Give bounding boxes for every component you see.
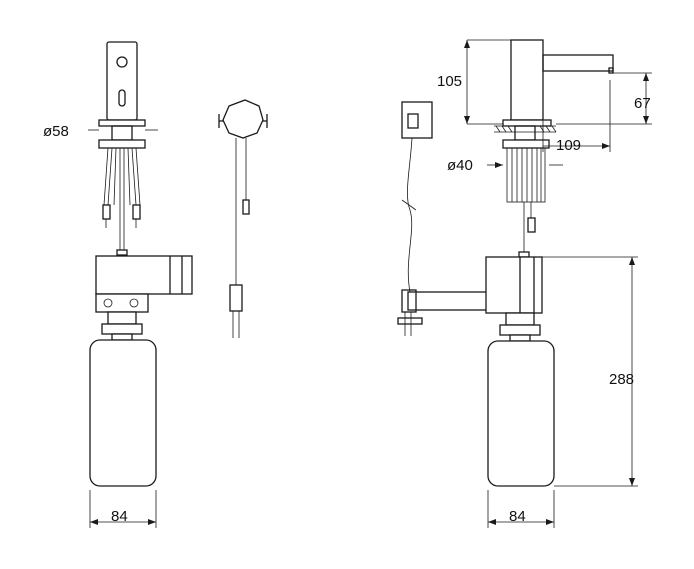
bracket-clamp <box>401 289 417 313</box>
front-view <box>88 41 193 528</box>
bottle-collar-side <box>499 324 541 336</box>
bottle-cap <box>107 311 137 325</box>
hoses <box>103 147 141 250</box>
spout-nozzle <box>608 67 614 74</box>
connector-side <box>527 217 536 233</box>
bottle-neck-side <box>509 334 531 342</box>
mounting-flange-side <box>502 119 552 127</box>
fixing-nut <box>98 139 146 149</box>
bottle-neck <box>111 333 133 341</box>
countertop-hatch <box>494 125 557 133</box>
pump-inlet-side <box>518 251 530 258</box>
hose-bundle <box>506 147 546 203</box>
bottle-collar <box>101 323 143 335</box>
sensor-window <box>118 89 126 107</box>
dimension-label-84-side: 84 <box>509 508 526 525</box>
pump-inlet <box>116 249 128 256</box>
pump-housing <box>95 255 193 295</box>
sensor-module-view <box>218 99 268 338</box>
adapter-socket <box>407 113 419 129</box>
shank <box>111 125 133 141</box>
spout-body-front <box>106 41 138 121</box>
plug <box>397 317 423 325</box>
spout-arm <box>542 54 614 72</box>
soap-bottle-front <box>89 339 157 487</box>
bottle-cap-side <box>505 312 535 326</box>
dimension-label-84-front: 84 <box>111 508 128 525</box>
soap-bottle-side <box>487 340 555 487</box>
mounting-bracket <box>407 291 489 311</box>
sensor-eye <box>116 56 128 68</box>
dimension-label-diameter-40: ø40 <box>447 157 473 174</box>
dimension-label-105: 105 <box>437 73 462 90</box>
mounting-flange <box>98 119 146 127</box>
dimension-label-67: 67 <box>634 95 651 112</box>
connector-left <box>102 204 111 220</box>
sensor-connector <box>242 199 250 215</box>
connector-right <box>132 204 141 220</box>
power-cable <box>407 137 413 293</box>
power-adapter <box>401 101 433 139</box>
dimension-label-109: 109 <box>556 137 581 154</box>
spout-body-side <box>510 39 544 121</box>
fixing-nut-side <box>502 139 550 149</box>
dimension-label-diameter-58: ø58 <box>43 123 69 140</box>
cable-plug <box>229 284 243 312</box>
shank-side <box>514 125 536 141</box>
sensor-module <box>222 99 264 139</box>
dimension-label-288: 288 <box>609 371 634 388</box>
side-view <box>397 39 652 528</box>
